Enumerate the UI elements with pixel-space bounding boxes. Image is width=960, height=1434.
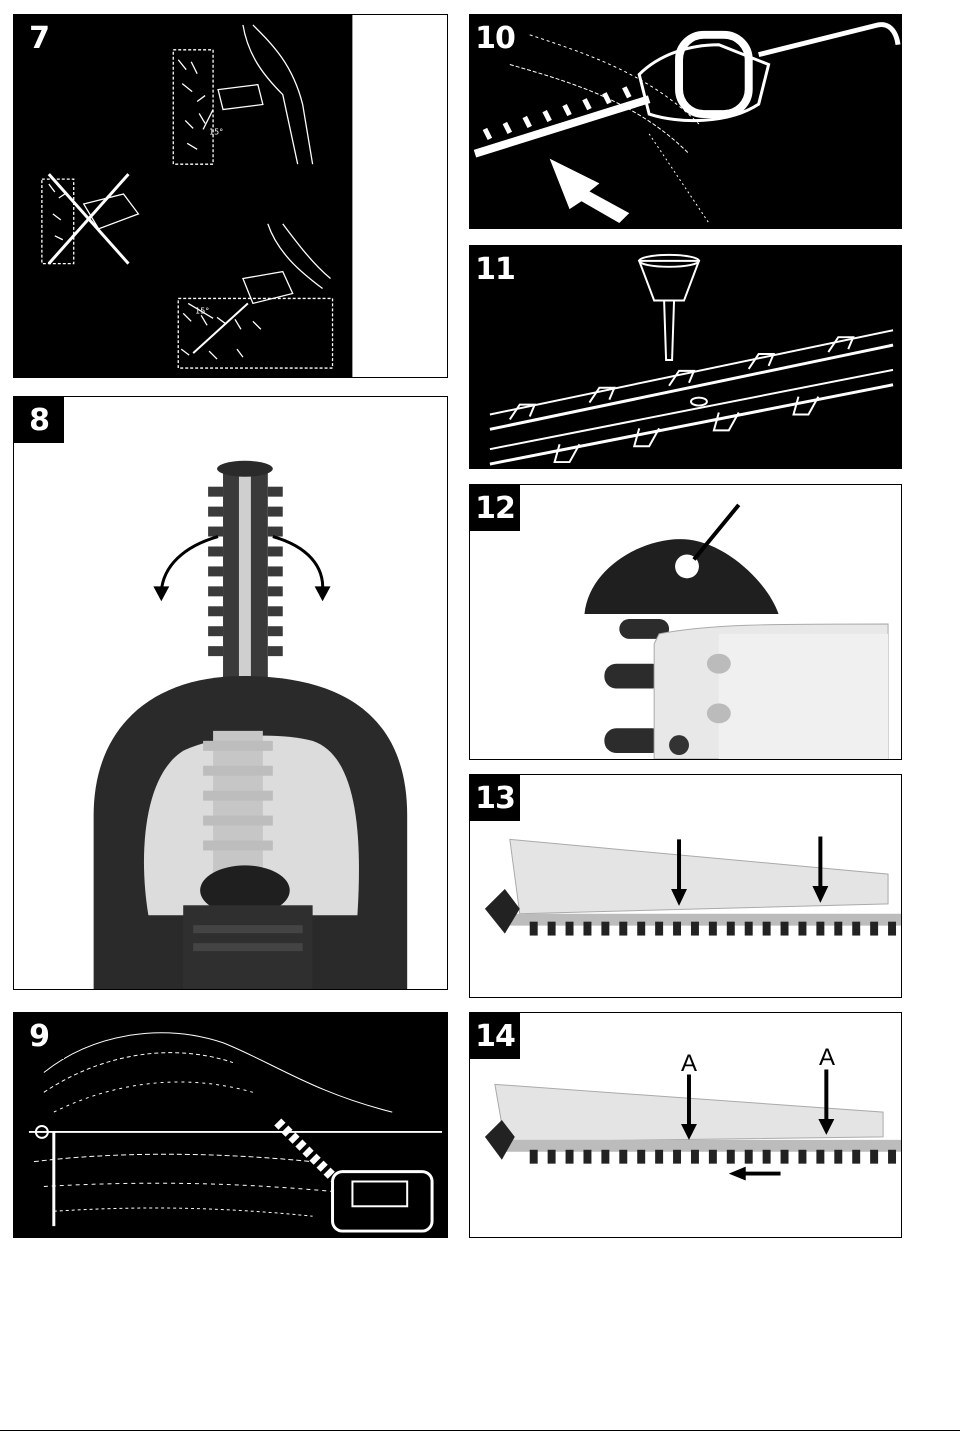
- figure-10-number: 10: [470, 15, 520, 61]
- figure-12: 12: [469, 484, 902, 760]
- figure-9-number: 9: [14, 1013, 64, 1059]
- figure-7: 15° 15° 7: [13, 14, 448, 378]
- figure-14-label-a-right: A: [819, 1044, 836, 1071]
- figure-7-angle-label: 15°: [195, 306, 209, 315]
- figure-10: 10: [469, 14, 902, 229]
- figure-13-number: 13: [470, 775, 520, 821]
- figure-8-photo: [14, 397, 447, 989]
- svg-text:15°: 15°: [209, 127, 223, 136]
- page-footer-rule: [0, 1430, 960, 1431]
- figure-14-photo: [470, 1013, 901, 1237]
- figure-7-illustration: 15° 15°: [14, 15, 447, 377]
- figure-12-number: 12: [470, 485, 520, 531]
- figure-14-label-a-left: A: [681, 1050, 698, 1077]
- figure-11: 11: [469, 245, 902, 469]
- figure-7-number: 7: [14, 15, 64, 61]
- figure-12-photo: [470, 485, 901, 759]
- figure-14: 14 A A: [469, 1012, 902, 1238]
- figure-9-illustration: [14, 1013, 447, 1237]
- figure-14-number: 14: [470, 1013, 520, 1059]
- figure-8: 8: [13, 396, 448, 990]
- figure-13: 13: [469, 774, 902, 998]
- figure-9: 9: [13, 1012, 448, 1238]
- figure-13-photo: [470, 775, 901, 997]
- figure-11-illustration: [470, 246, 901, 468]
- figure-11-number: 11: [470, 246, 520, 292]
- figure-8-number: 8: [14, 397, 64, 443]
- figure-10-illustration: [470, 15, 901, 228]
